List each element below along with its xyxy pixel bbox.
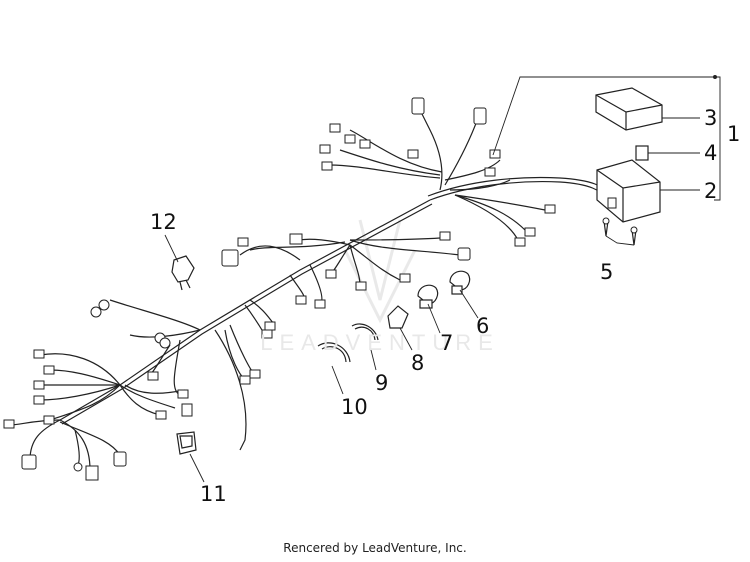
callout-6[interactable]: 6: [476, 314, 490, 338]
watermark-text: LEADVENTURE: [260, 330, 500, 355]
fuse-box-cover[interactable]: [595, 87, 663, 131]
callout-12[interactable]: 12: [150, 210, 177, 234]
screws[interactable]: [602, 217, 638, 246]
callout-10[interactable]: 10: [341, 395, 368, 419]
fuse-box-base[interactable]: [596, 159, 661, 223]
callout-3[interactable]: 3: [704, 106, 718, 130]
cable-clamp-7[interactable]: [417, 284, 439, 309]
leadventure-watermark-logo: [343, 219, 417, 324]
cable-tie-10[interactable]: [317, 342, 351, 363]
callout-4[interactable]: 4: [704, 141, 718, 165]
callout-7[interactable]: 7: [440, 331, 454, 355]
callout-leader-lines: [164, 75, 721, 483]
cable-clamp-6[interactable]: [449, 270, 471, 295]
cable-tie-9[interactable]: [351, 323, 379, 341]
callout-9[interactable]: 9: [375, 371, 389, 395]
harness-connectors: [3, 97, 556, 481]
callout-11[interactable]: 11: [200, 482, 227, 506]
callout-2[interactable]: 2: [704, 179, 718, 203]
main-wiring-harness[interactable]: [9, 109, 613, 471]
callout-8[interactable]: 8: [411, 351, 425, 375]
clip-8[interactable]: [387, 305, 409, 329]
relay-12[interactable]: [171, 255, 195, 291]
fuse[interactable]: [635, 145, 649, 161]
callout-5[interactable]: 5: [600, 260, 614, 284]
bracket-11[interactable]: [176, 431, 197, 455]
callout-1[interactable]: 1: [727, 122, 741, 146]
render-credit-footer: Rencered by LeadVenture, Inc.: [283, 541, 467, 555]
